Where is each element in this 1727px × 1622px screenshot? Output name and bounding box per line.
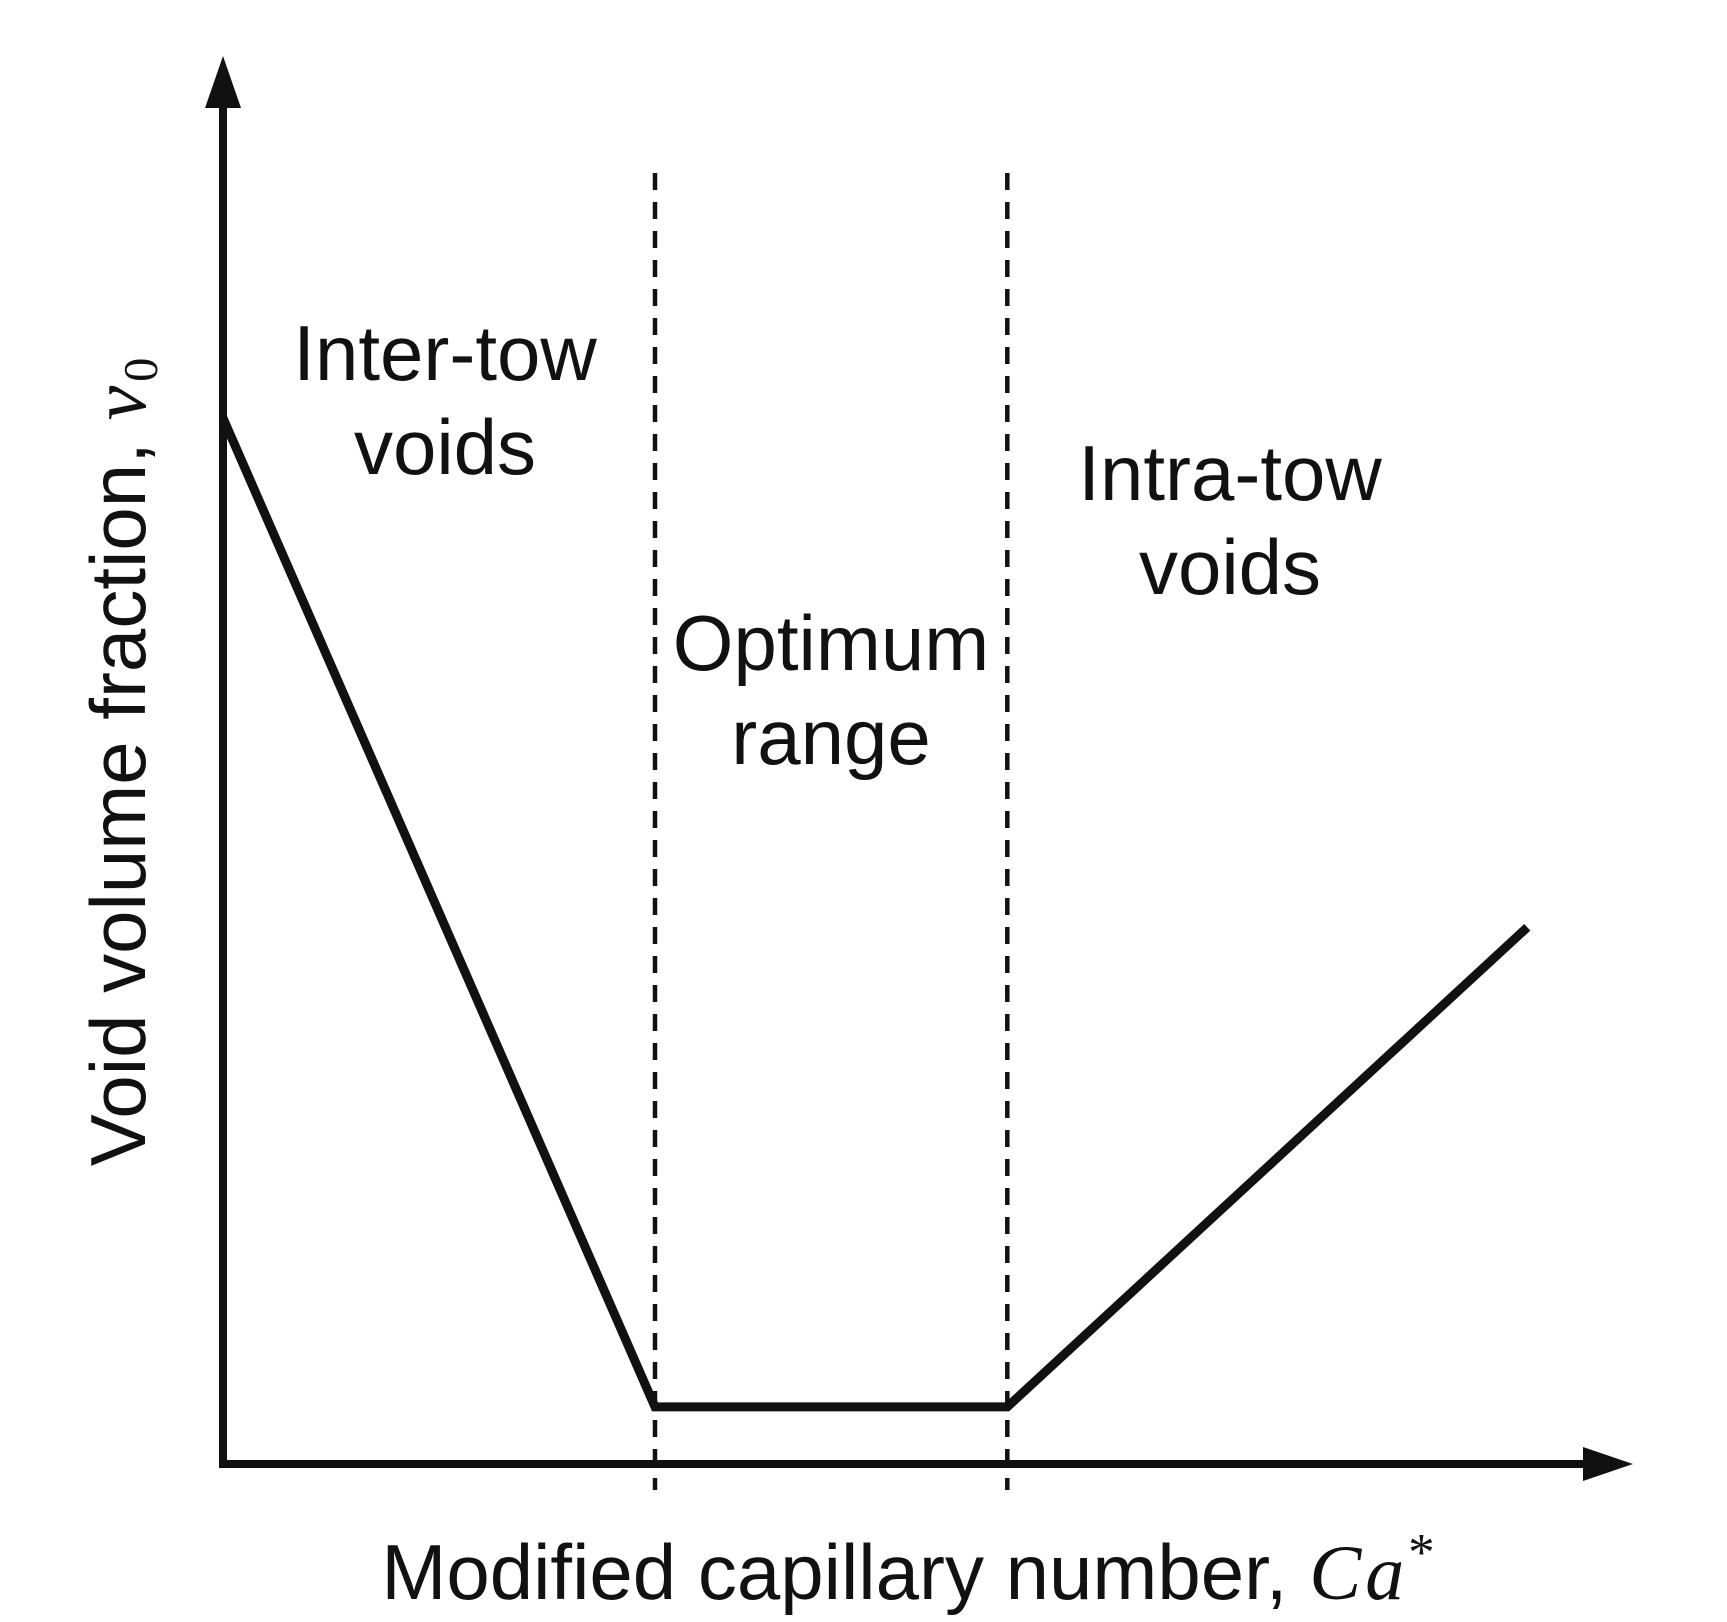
region-label-intra-tow-line2: voids [1138,523,1322,611]
x-axis-symbol-superscript: * [1408,1524,1435,1582]
region-label-optimum-line2: range [731,693,931,781]
x-axis-label: Modified capillary number,Ca* [381,1506,1434,1620]
region-label-inter-tow: Inter-tow voids [293,306,596,494]
x-axis-label-text: Modified capillary number, [381,1528,1288,1617]
region-label-intra-tow-line1: Intra-tow [1078,429,1382,517]
y-axis-symbol: v [74,381,162,421]
y-axis-symbol-subscript: 0 [115,357,169,382]
void-curve [218,416,1531,1412]
region-label-optimum-line1: Optimum [672,599,990,687]
y-axis-arrowhead [205,56,241,108]
region-label-optimum: Optimum range [673,596,989,784]
region-label-inter-tow-line2: voids [353,403,537,491]
x-axis-symbol: Ca [1309,1529,1409,1617]
region-label-intra-tow: Intra-tow voids [1078,426,1381,614]
region-label-inter-tow-line1: Inter-tow [293,309,597,397]
x-axis-arrowhead [1583,1447,1633,1481]
y-axis-label: Void volume fraction, v0 [71,358,189,1167]
y-axis-label-text: Void volume fraction, [73,442,162,1167]
